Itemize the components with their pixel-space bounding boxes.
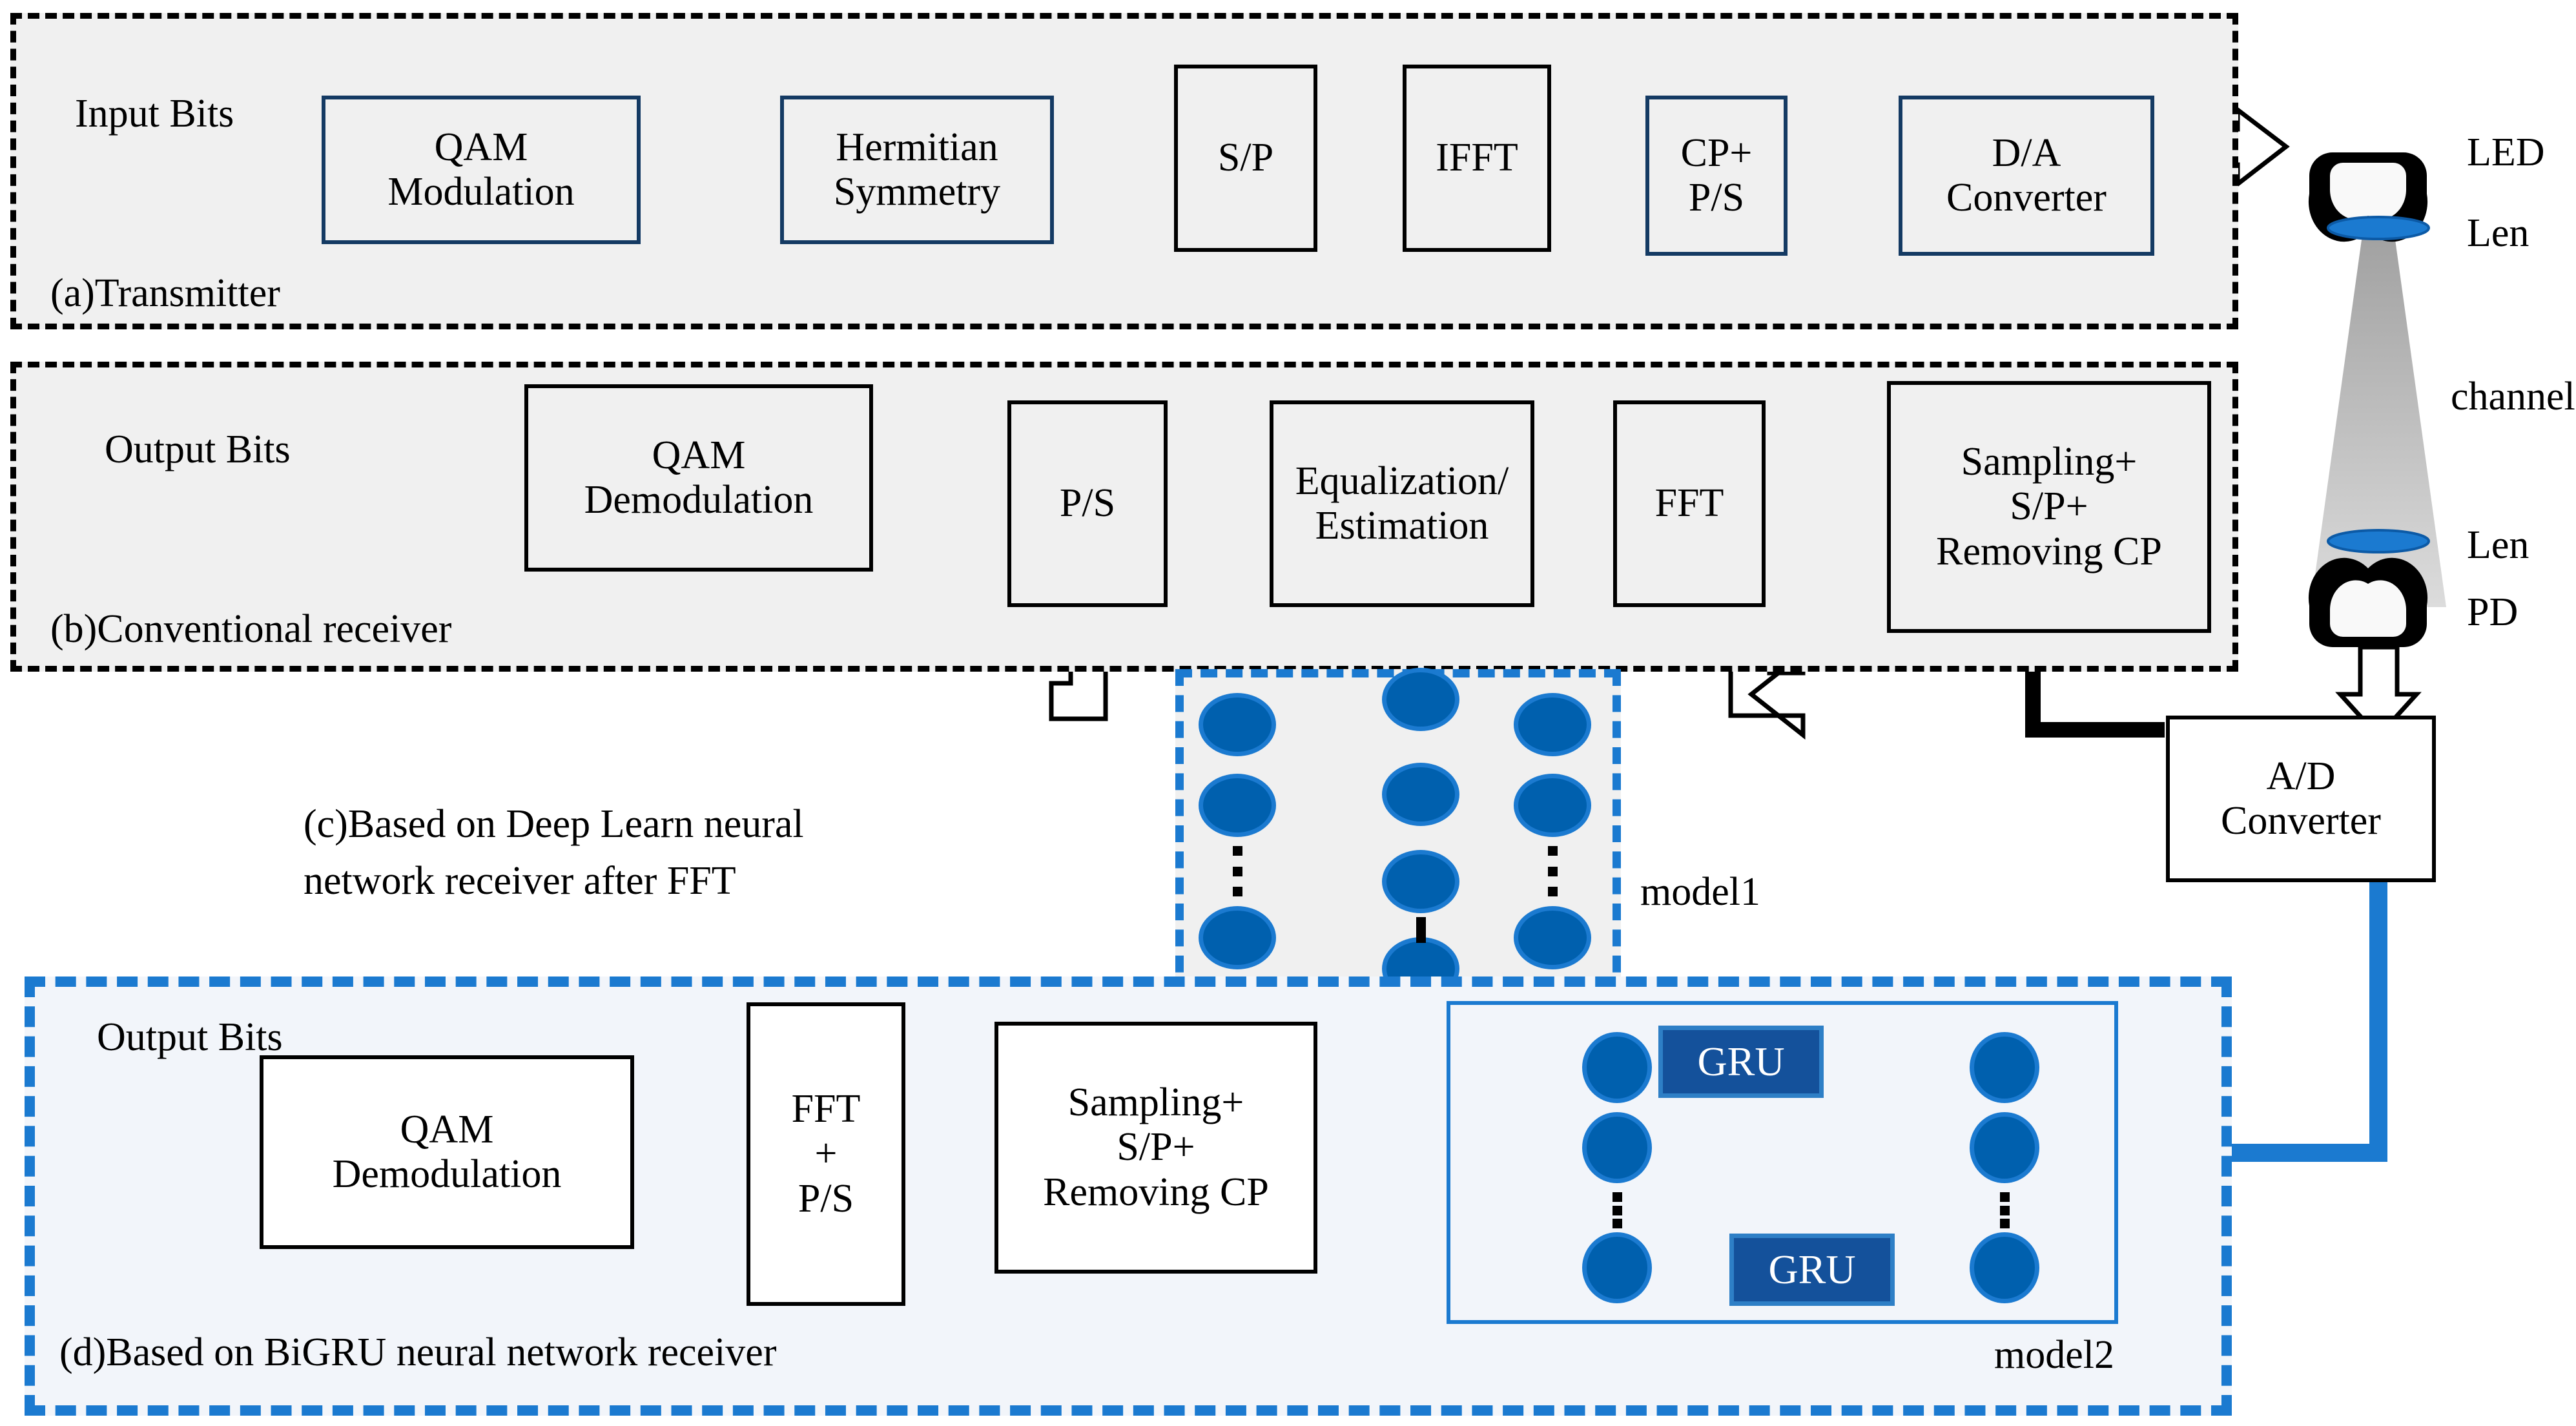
block-label: Sampling+ S/P+ Removing CP [1043, 1080, 1269, 1214]
input-bits-label: Input Bits [75, 92, 234, 136]
block-label: S/P [1217, 136, 1274, 180]
block-cp-ps: CP+ P/S [1645, 96, 1788, 256]
output-bits-label-d: Output Bits [97, 1015, 283, 1059]
model2-node [1970, 1032, 2039, 1103]
light-beam [2311, 189, 2446, 607]
block-label: QAM Modulation [387, 125, 575, 214]
model2-left-ellipsis [1612, 1192, 1622, 1228]
block-qam-modulation: QAM Modulation [322, 96, 641, 244]
model1-input-ellipsis [1232, 846, 1242, 896]
block-sp: S/P [1174, 65, 1317, 252]
block-ad-converter: A/D Converter [2166, 716, 2436, 882]
block-label: CP+ P/S [1680, 130, 1753, 220]
model1-node [1199, 693, 1276, 756]
model1-label: model1 [1640, 870, 1760, 914]
block-equalization-b: Equalization/ Estimation [1270, 400, 1534, 607]
model1-node [1382, 668, 1459, 731]
block-label: Equalization/ Estimation [1295, 459, 1509, 548]
block-label: A/D Converter [2221, 754, 2381, 843]
block-label: P/S [1059, 481, 1116, 526]
output-bits-label-b: Output Bits [105, 428, 291, 471]
block-label: Sampling+ S/P+ Removing CP [1936, 439, 2162, 574]
lens-top-label: Len [2467, 211, 2530, 255]
block-label: FFT [1654, 481, 1724, 526]
caption-conventional-receiver: (b)Conventional receiver [50, 607, 452, 651]
block-label: IFFT [1436, 136, 1518, 180]
model1-node [1382, 763, 1459, 826]
block-hermitian-symmetry: Hermitian Symmetry [780, 96, 1054, 244]
gru-backward-cell: GRU [1729, 1234, 1895, 1306]
model2-node [1970, 1112, 2039, 1183]
block-sampling-sp-removing-cp-b: Sampling+ S/P+ Removing CP [1887, 381, 2211, 633]
model1-node [1514, 693, 1591, 756]
pd-icon [2308, 557, 2428, 647]
model1-node [1382, 850, 1459, 913]
block-label: D/A Converter [1946, 130, 2107, 220]
led-icon [2308, 152, 2428, 242]
block-ps-b: P/S [1007, 400, 1168, 607]
model1-node [1514, 906, 1591, 969]
block-qam-demodulation-b: QAM Demodulation [524, 384, 873, 572]
caption-bigru-receiver: (d)Based on BiGRU neural network receive… [59, 1330, 777, 1374]
model1-output-ellipsis [1547, 846, 1558, 896]
lens-bottom-icon [2327, 529, 2430, 553]
model1-node [1199, 906, 1276, 969]
model2-node [1582, 1032, 1652, 1103]
model2-node [1582, 1112, 1652, 1183]
block-fft-b: FFT [1613, 400, 1766, 607]
block-label: QAM Demodulation [332, 1107, 562, 1196]
channel-label: channel [2451, 375, 2575, 418]
block-label: FFT + P/S [791, 1086, 861, 1221]
model1-node [1514, 774, 1591, 837]
block-ifft: IFFT [1403, 65, 1551, 252]
model1-hidden-ellipsis [1416, 917, 1426, 943]
block-label: Hermitian Symmetry [833, 125, 1001, 214]
model2-right-ellipsis [1999, 1192, 2010, 1228]
led-label: LED [2467, 130, 2545, 174]
gru-forward-cell: GRU [1658, 1026, 1824, 1098]
model2-label: model2 [1994, 1333, 2114, 1377]
block-qam-demodulation-d: QAM Demodulation [260, 1055, 634, 1249]
pd-label: PD [2467, 590, 2519, 634]
gru-label: GRU [1697, 1038, 1785, 1084]
model2-node [1582, 1232, 1652, 1303]
caption-deep-learn-receiver: (c)Based on Deep Learn neural network re… [304, 802, 804, 904]
gru-label: GRU [1768, 1246, 1856, 1292]
model1-node [1199, 774, 1276, 837]
lens-top-icon [2327, 216, 2430, 240]
block-da-converter: D/A Converter [1899, 96, 2154, 256]
block-sampling-sp-removing-cp-d: Sampling+ S/P+ Removing CP [994, 1022, 1317, 1274]
model2-node [1970, 1232, 2039, 1303]
caption-transmitter: (a)Transmitter [50, 271, 280, 315]
block-label: QAM Demodulation [584, 433, 814, 522]
lens-bottom-label: Len [2467, 523, 2530, 567]
block-fft-ps-d: FFT + P/S [747, 1002, 905, 1306]
